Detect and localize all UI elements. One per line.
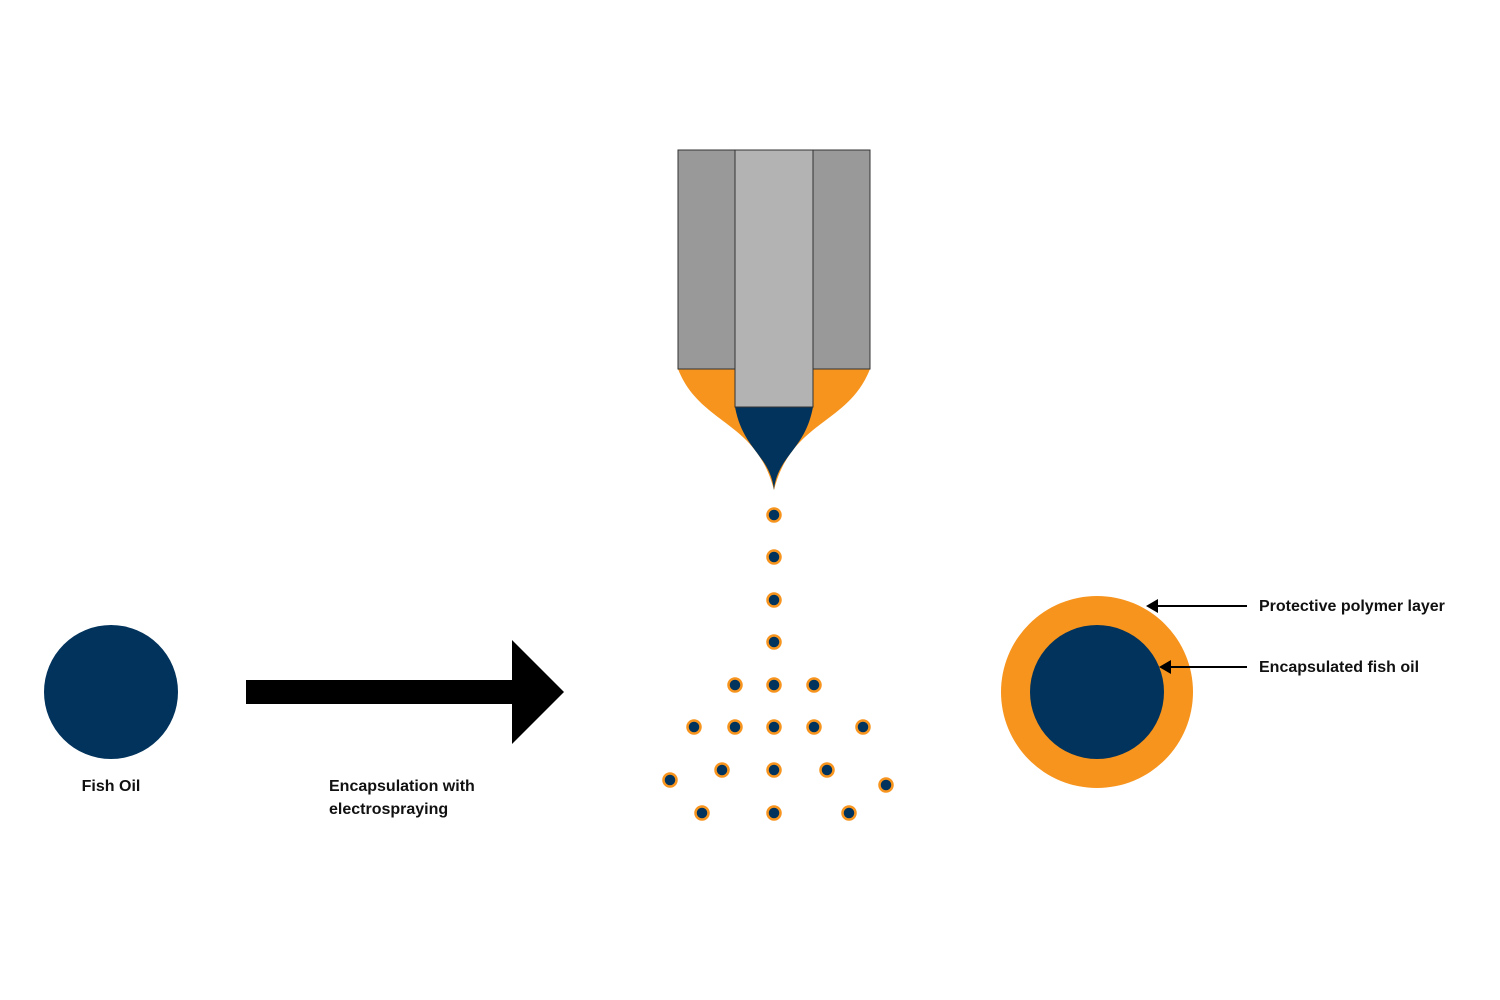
sprayed-droplet [766,634,782,650]
process-label-line2: electrospraying [329,801,449,818]
encapsulated-oil-label: Encapsulated fish oil [1259,659,1420,676]
sprayed-droplet [694,805,710,821]
sprayed-droplets [662,507,894,821]
sprayed-droplet [766,805,782,821]
polymer-layer-label: Protective polymer layer [1259,598,1445,615]
sprayed-droplet [841,805,857,821]
sprayed-droplet [766,549,782,565]
sprayed-droplet [806,719,822,735]
nozzle-inner-tube [734,149,814,408]
sprayed-droplet [714,762,730,778]
encapsulated-oil-pointer [1159,660,1247,674]
sprayed-droplet [686,719,702,735]
sprayed-droplet [766,507,782,523]
sprayed-droplet [766,719,782,735]
oil-cone [735,407,813,490]
sprayed-droplet [766,762,782,778]
process-label: Encapsulation with electrospraying [329,775,475,821]
sprayed-droplet [727,677,743,693]
sprayed-droplet [662,772,678,788]
fish-oil-label: Fish Oil [81,778,141,795]
right-arrow-icon [246,640,564,744]
core-shell-droplet-icon [1001,596,1193,788]
coaxial-nozzle-icon [677,149,871,490]
sprayed-droplet [766,592,782,608]
process-label-line1: Encapsulation with [329,778,475,795]
encapsulated-oil-core [1030,625,1164,759]
sprayed-droplet [727,719,743,735]
sprayed-droplet [819,762,835,778]
fish-oil-droplet [44,625,178,759]
sprayed-droplet [806,677,822,693]
sprayed-droplet [878,777,894,793]
polymer-layer-pointer [1146,599,1247,613]
sprayed-droplet [855,719,871,735]
sprayed-droplet [766,677,782,693]
